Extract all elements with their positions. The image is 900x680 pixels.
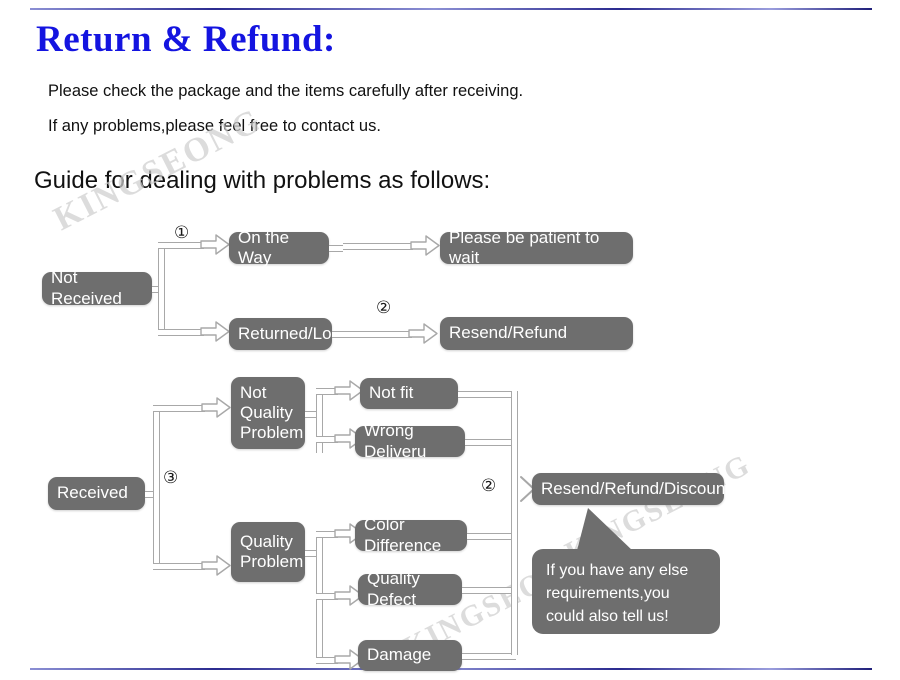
intro-line-2: If any problems,please feel free to cont… bbox=[48, 117, 381, 135]
connector bbox=[329, 245, 343, 252]
connector bbox=[332, 331, 412, 338]
node-color-difference: Color Difference bbox=[355, 515, 467, 555]
connector bbox=[153, 407, 160, 566]
arrow-right-icon bbox=[200, 320, 230, 342]
connector bbox=[305, 550, 320, 557]
arrow-right-icon bbox=[408, 322, 438, 344]
connector bbox=[343, 243, 413, 250]
node-not-quality-problem: Not Quality Problem bbox=[231, 377, 305, 449]
connector bbox=[511, 391, 518, 655]
connector bbox=[316, 593, 338, 600]
node-quality-defect: Quality Defect bbox=[358, 569, 462, 609]
marker-3: ③ bbox=[163, 468, 179, 488]
node-quality-problem: Quality Problem bbox=[231, 522, 305, 582]
connector bbox=[316, 657, 338, 664]
node-received: Received bbox=[48, 477, 145, 510]
marker-1: ① bbox=[174, 223, 190, 243]
connector bbox=[462, 653, 516, 660]
node-not-fit: Not fit bbox=[360, 378, 458, 409]
top-divider-rule bbox=[30, 8, 872, 10]
connector bbox=[316, 388, 338, 395]
connector bbox=[158, 329, 204, 336]
node-on-the-way: On the Way bbox=[229, 228, 329, 267]
connector bbox=[153, 563, 205, 570]
connector bbox=[458, 391, 516, 398]
marker-2-lower: ② bbox=[481, 476, 497, 496]
arrow-right-icon bbox=[200, 233, 230, 255]
node-please-be-patient: Please be patient to wait bbox=[440, 228, 633, 267]
connector bbox=[316, 531, 338, 538]
connector bbox=[152, 286, 162, 293]
arrow-right-icon bbox=[201, 554, 231, 576]
arrow-right-icon bbox=[201, 396, 231, 418]
connector bbox=[145, 491, 157, 498]
connector bbox=[467, 533, 516, 540]
note-bubble: If you have any else requirements,you co… bbox=[532, 549, 720, 634]
arrow-right-icon bbox=[334, 584, 364, 606]
node-resend-refund: Resend/Refund bbox=[440, 317, 633, 350]
node-resend-refund-discount: Resend/Refund/Discount bbox=[532, 473, 730, 505]
connector bbox=[153, 405, 205, 412]
node-wrong-delivery: Wrong Deliveru bbox=[355, 421, 465, 461]
connector bbox=[316, 390, 323, 453]
intro-line-1: Please check the package and the items c… bbox=[48, 82, 524, 100]
arrow-right-icon bbox=[410, 234, 440, 256]
node-not-received: Not Received bbox=[42, 268, 152, 308]
connector bbox=[305, 411, 320, 418]
bubble-tail-icon bbox=[572, 506, 642, 571]
connector bbox=[465, 439, 516, 446]
connector bbox=[158, 242, 204, 249]
page-title: Return & Refund: bbox=[36, 19, 336, 60]
guide-subtitle: Guide for dealing with problems as follo… bbox=[34, 167, 491, 194]
node-returned-lost: Returned/Lost bbox=[229, 318, 345, 350]
marker-2-upper: ② bbox=[376, 298, 392, 318]
connector bbox=[462, 587, 516, 594]
connector bbox=[158, 244, 165, 336]
connector bbox=[316, 436, 338, 443]
node-damage: Damage bbox=[358, 640, 462, 671]
arrow-right-icon bbox=[334, 379, 364, 401]
arrow-right-icon bbox=[334, 648, 364, 670]
